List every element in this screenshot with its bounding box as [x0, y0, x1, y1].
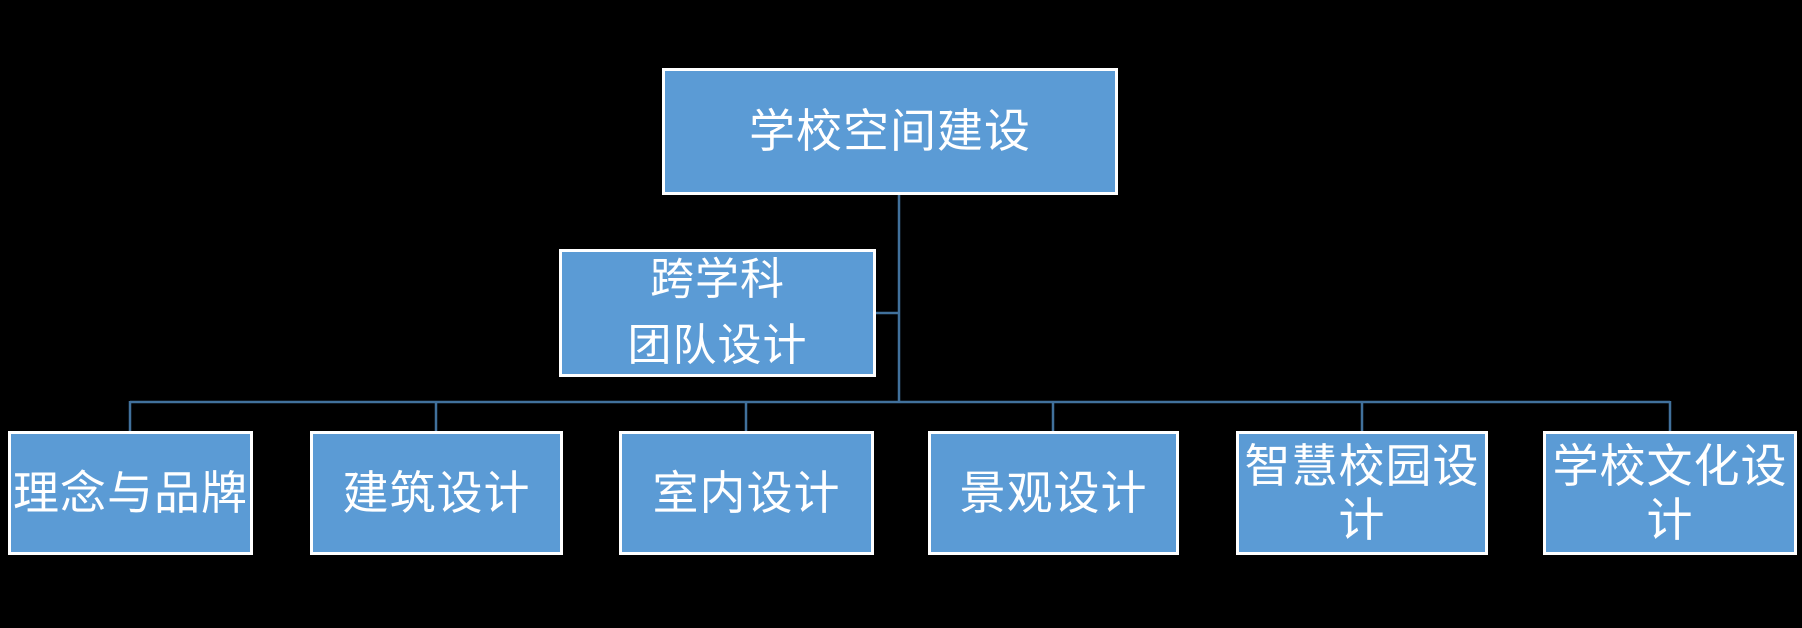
org-node-label-line2: 计 [1646, 493, 1694, 547]
org-node-label-line1: 学校文化设 [1552, 439, 1788, 493]
org-node-label-line1: 智慧校园设 [1244, 439, 1480, 493]
org-node-child-smart-campus-design: 智慧校园设 计 [1236, 431, 1488, 555]
org-node-label: 室内设计 [652, 465, 841, 520]
org-node-assistant-label-line2: 团队设计 [627, 320, 808, 371]
org-node-label: 理念与品牌 [13, 465, 248, 520]
org-node-child-landscape-design: 景观设计 [928, 431, 1179, 555]
org-node-label: 景观设计 [959, 465, 1148, 520]
org-node-assistant-label-line1: 跨学科 [650, 254, 785, 305]
org-node-label: 建筑设计 [342, 465, 531, 520]
org-node-child-concept-brand: 理念与品牌 [8, 431, 253, 555]
org-node-root: 学校空间建设 [662, 68, 1118, 195]
org-node-assistant: 跨学科 团队设计 [559, 249, 876, 377]
org-node-child-interior-design: 室内设计 [619, 431, 874, 555]
org-node-child-architecture-design: 建筑设计 [310, 431, 563, 555]
org-node-label-line2: 计 [1338, 493, 1386, 547]
org-node-child-school-culture-design: 学校文化设 计 [1543, 431, 1797, 555]
org-node-root-label: 学校空间建设 [749, 104, 1031, 159]
